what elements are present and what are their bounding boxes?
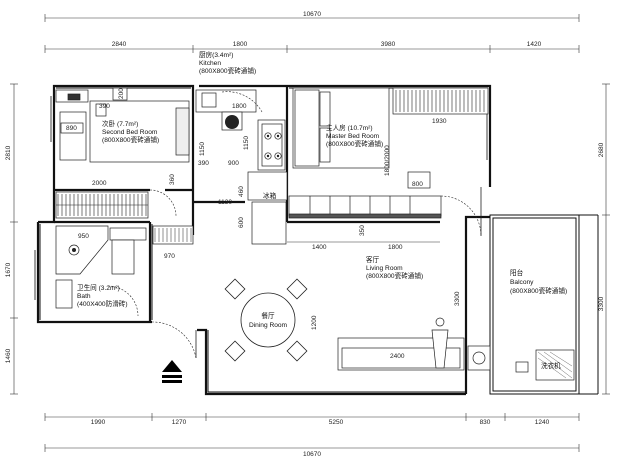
hall-cabinet-hatch [154,228,192,242]
dim-left-3: 1460 [5,348,12,363]
bath-tile: (400X400防滑砖) [77,299,128,308]
kitchen-label: 厨房(3.4m²) Kitchen (800X800瓷砖通铺) [199,50,256,75]
living-name: Living Room [366,265,403,272]
dim-200: 200 [118,88,125,99]
dim-1130: 1130 [218,199,232,206]
bath-furniture [55,225,147,309]
dim-bottom-4: 830 [480,419,491,426]
dim-top-1: 2840 [112,41,127,48]
dim-390b: 390 [198,160,209,167]
dim-top-total: 10670 [303,11,321,18]
second-bed-tile: (800X800瓷砖通铺) [102,135,159,144]
dining-title: 餐厅 [261,311,275,320]
dim-1200: 1200 [311,315,318,330]
dimension-lines [10,14,610,452]
dim-350: 350 [359,225,366,236]
dim-360: 360 [169,174,176,185]
balcony-name: Balcony [510,279,534,286]
person-figure [431,317,449,369]
dim-top-3: 3980 [381,41,396,48]
kitchen-title: 厨房(3.4m²) [199,50,233,59]
dining-name: Dining Room [249,322,288,329]
dim-390a: 390 [99,103,110,110]
dim-950: 950 [78,233,89,240]
dim-bottom-5: 1240 [535,419,550,426]
dim-left-1: 2810 [5,145,12,160]
dim-1400: 1400 [312,244,327,251]
kitchen-tile: (800X800瓷砖通铺) [199,66,256,75]
dim-right-1: 2680 [598,142,605,157]
dim-890: 890 [66,125,77,132]
dim-1800-living: 1800 [388,244,403,251]
master-wardrobe-bottom [288,195,442,219]
dim-top-4: 1420 [527,41,542,48]
dim-1150a: 1150 [199,142,206,156]
master-bed-title: 主人房 (10.7m²) [326,123,373,132]
dim-right-2: 3300 [598,296,605,311]
dim-left-2: 1670 [5,262,12,277]
dim-460: 460 [238,186,245,197]
master-bed-name: Master Bed Room [326,133,380,140]
bath-drain-icon [72,248,76,252]
dining-label: 餐厅 Dining Room [249,311,288,329]
cooker-burner-icons [266,134,280,158]
dim-3300-inner: 3300 [454,291,461,306]
dim-1800-master-v: 1800/2000 [384,145,391,176]
master-bed-label: 主人房 (10.7m²) Master Bed Room (800X800瓷砖通… [326,123,383,148]
walls [36,84,492,396]
second-bed-name: Second Bed Room [102,129,158,136]
washer-label: 洗衣机 [541,361,561,370]
bath-title: 卫生间 (3.2m²) [77,283,120,292]
bath-name: Bath [77,293,91,300]
dim-bottom-3: 5250 [329,419,344,426]
wardrobe-hatch-master [395,90,485,112]
second-bed-title: 次卧 (7.7m²) [102,119,138,128]
dim-600: 600 [238,217,245,228]
dining-table [224,278,308,362]
dim-bottom-total: 10670 [303,451,321,458]
dim-1150b: 1150 [243,136,250,150]
living-label: 客厅 Living Room (800X800瓷砖通铺) [366,255,423,280]
dim-bottom-1: 1990 [91,419,106,426]
wardrobe-hatch-second [56,194,148,216]
bath-label: 卫生间 (3.2m²) Bath (400X400防滑砖) [77,283,128,308]
dim-1800-kitchen: 1800 [232,103,247,110]
dim-2000: 2000 [92,180,107,187]
kitchen-door-swing [221,91,263,113]
second-bedroom-label: 次卧 (7.7m²) Second Bed Room (800X800瓷砖通铺) [102,119,159,144]
door-swing-second-bed [149,189,177,217]
dim-bottom-2: 1270 [172,419,187,426]
dim-900: 900 [228,160,239,167]
balcony-label: 阳台 Balcony (800X800瓷砖通铺) [510,268,567,295]
entry-arrow-icon [162,360,182,383]
dim-800-master: 800 [412,181,423,188]
dim-1930: 1930 [432,118,447,125]
dim-2400: 2400 [390,353,405,360]
door-swing-bath [107,285,139,317]
fridge-label: 冰箱 [263,191,277,200]
dim-970: 970 [164,253,175,260]
living-tile: (800X800瓷砖通铺) [366,271,423,280]
door-swing-entry [151,321,197,359]
living-title: 客厅 [366,255,380,264]
washer-hatch [537,351,573,379]
kitchen-name: Kitchen [199,60,221,67]
kitchen-pipe-icon [225,115,239,129]
master-bed-tile: (800X800瓷砖通铺) [326,139,383,148]
balcony-title: 阳台 [510,268,524,277]
dim-top-2: 1800 [233,41,248,48]
balcony-tile: (800X800瓷砖通铺) [510,286,567,295]
